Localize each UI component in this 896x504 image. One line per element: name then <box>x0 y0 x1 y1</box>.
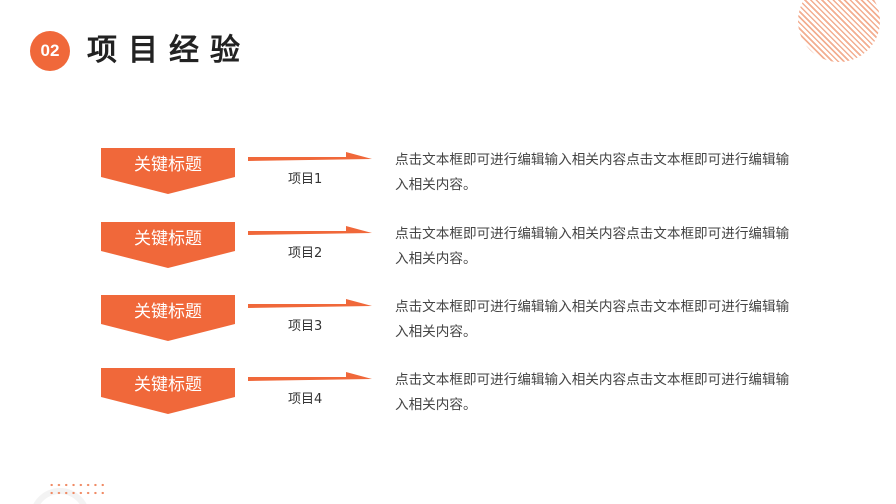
project-row-4: 关键标题 项目4 点击文本框即可进行编辑输入相关内容点击文本框即可进行编辑输入相… <box>0 368 896 438</box>
arrow-right-icon <box>248 152 372 161</box>
heading-banner[interactable]: 关键标题 <box>101 368 235 414</box>
arrow-right-icon <box>248 226 372 235</box>
project-row-3: 关键标题 项目3 点击文本框即可进行编辑输入相关内容点击文本框即可进行编辑输入相… <box>0 295 896 365</box>
heading-banner[interactable]: 关键标题 <box>101 148 235 194</box>
section-number-badge: 02 <box>30 31 70 71</box>
project-label: 项目3 <box>288 319 323 334</box>
heading-banner[interactable]: 关键标题 <box>101 222 235 268</box>
arrow-right-icon <box>248 372 372 381</box>
striped-circle-decoration <box>798 0 880 62</box>
project-row-1: 关键标题 项目1 点击文本框即可进行编辑输入相关内容点击文本框即可进行编辑输入相… <box>0 148 896 218</box>
project-description[interactable]: 点击文本框即可进行编辑输入相关内容点击文本框即可进行编辑输入相关内容。 <box>395 152 790 193</box>
project-row-2: 关键标题 项目2 点击文本框即可进行编辑输入相关内容点击文本框即可进行编辑输入相… <box>0 222 896 292</box>
project-description[interactable]: 点击文本框即可进行编辑输入相关内容点击文本框即可进行编辑输入相关内容。 <box>395 226 790 267</box>
project-label: 项目1 <box>288 172 323 187</box>
arrow-right-icon <box>248 299 372 308</box>
page-title: 项目经验 <box>87 33 251 68</box>
project-label: 项目4 <box>288 392 323 407</box>
project-description[interactable]: 点击文本框即可进行编辑输入相关内容点击文本框即可进行编辑输入相关内容。 <box>395 299 790 340</box>
dot-grid-decoration <box>48 481 106 495</box>
project-description[interactable]: 点击文本框即可进行编辑输入相关内容点击文本框即可进行编辑输入相关内容。 <box>395 372 790 413</box>
project-label: 项目2 <box>288 246 323 261</box>
heading-banner[interactable]: 关键标题 <box>101 295 235 341</box>
